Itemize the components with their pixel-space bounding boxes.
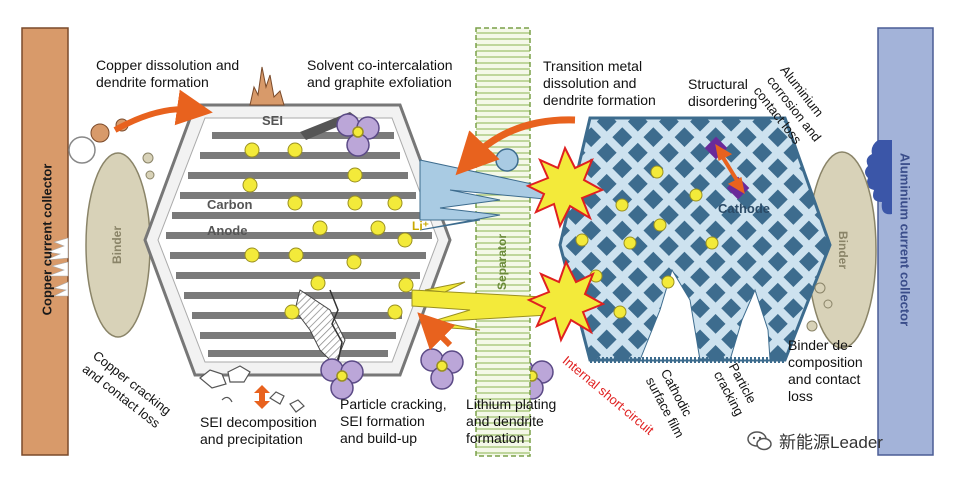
binder-right-label: Binder [836,230,850,269]
copper-crack [45,237,69,297]
sei-double-arrow [254,385,270,409]
anode-label: Anode [207,223,248,238]
sei-label: SEI [262,113,283,128]
solvent-molecule [420,348,464,390]
cathode-lithium-particles [575,165,719,319]
aluminium-current-collector [877,27,934,456]
cathode-hexagon [558,116,832,362]
anode-crack-line [329,289,343,363]
separator-label: Separator [495,233,509,291]
sei-decomposition-label: SEI decomposition and precipitation [200,414,317,447]
structural-disordering-label: Structural disordering [688,76,758,109]
tm-migration-arrow [455,116,576,176]
binder-particle [142,152,154,164]
wechat-icon [747,430,772,450]
disorder-double-arrow [715,143,745,195]
copper-dissolution-label: Copper dissolution and dendrite formatio… [96,57,240,90]
cathode-label: Cathode [718,201,770,216]
binder-left-label: Binder [110,226,124,265]
solvent-molecule [320,358,364,400]
copper-collector-label: Copper current collector [39,163,55,316]
watermark: 新能源Leader [747,428,883,453]
transition-metal-label: Transition metal dissolution and dendrit… [543,58,656,108]
binder-particle [145,170,155,180]
separator-bar [475,27,531,457]
binder-particle [806,320,818,332]
tm-particle [495,148,519,172]
lithium-particles [242,142,414,320]
lithium-plating-label: Lithium plating and dendrite formation [466,396,557,446]
sei-precipitate [199,365,305,413]
short-circuit-spark [526,259,606,343]
plating-arrow [417,312,456,351]
copper-dissolution-arrow [113,89,213,133]
binder-particle [823,299,833,309]
particle-cracking-sei-label: Particle cracking, SEI formation and bui… [340,396,447,446]
carbon-label: Carbon [207,197,253,212]
li-ion-label: Li⁺ [412,219,429,233]
aluminium-collector-label: Aluminium current collector [897,152,913,327]
copper-particle [90,123,110,143]
aluminium-corrosion-blobs [865,140,892,215]
solvent-molecule [336,113,380,157]
binder-decomposition-label: Binder de- composition and contact loss [788,337,863,404]
copper-particle [68,136,96,164]
binder-particle [814,282,826,294]
solvent-cointercalation-label: Solvent co-intercalation and graphite ex… [307,57,453,90]
copper-dendrite [249,66,285,106]
short-circuit-spark [525,145,605,229]
watermark-text: 新能源Leader [779,433,883,452]
